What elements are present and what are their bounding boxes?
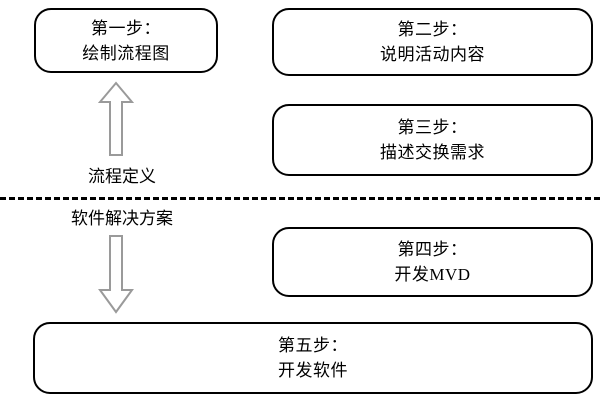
arrow-up-icon	[98, 80, 134, 158]
node-step5[interactable]: 第五步： 开发软件	[33, 322, 593, 394]
label-software-solution: 软件解决方案	[71, 209, 173, 228]
node-step5-title: 第五步：	[278, 336, 348, 355]
node-step3-title: 第三步：	[397, 118, 468, 137]
node-step2-body: 说明活动内容	[380, 45, 485, 64]
node-step4-body: 开发MVD	[394, 265, 471, 284]
label-process-definition: 流程定义	[88, 167, 156, 186]
node-step1[interactable]: 第一步： 绘制流程图	[34, 8, 218, 73]
node-step4[interactable]: 第四步： 开发MVD	[272, 227, 593, 297]
node-step3[interactable]: 第三步： 描述交换需求	[272, 104, 593, 176]
node-step4-title: 第四步：	[397, 240, 468, 259]
node-step1-body: 绘制流程图	[82, 43, 170, 63]
node-step3-body: 描述交换需求	[380, 143, 485, 162]
node-step2-title: 第二步：	[397, 20, 468, 39]
node-step5-body: 开发软件	[278, 361, 348, 380]
node-step1-title: 第一步：	[91, 18, 161, 38]
arrow-down-icon	[98, 233, 134, 315]
node-step2[interactable]: 第二步： 说明活动内容	[272, 8, 593, 76]
section-divider	[0, 197, 600, 200]
